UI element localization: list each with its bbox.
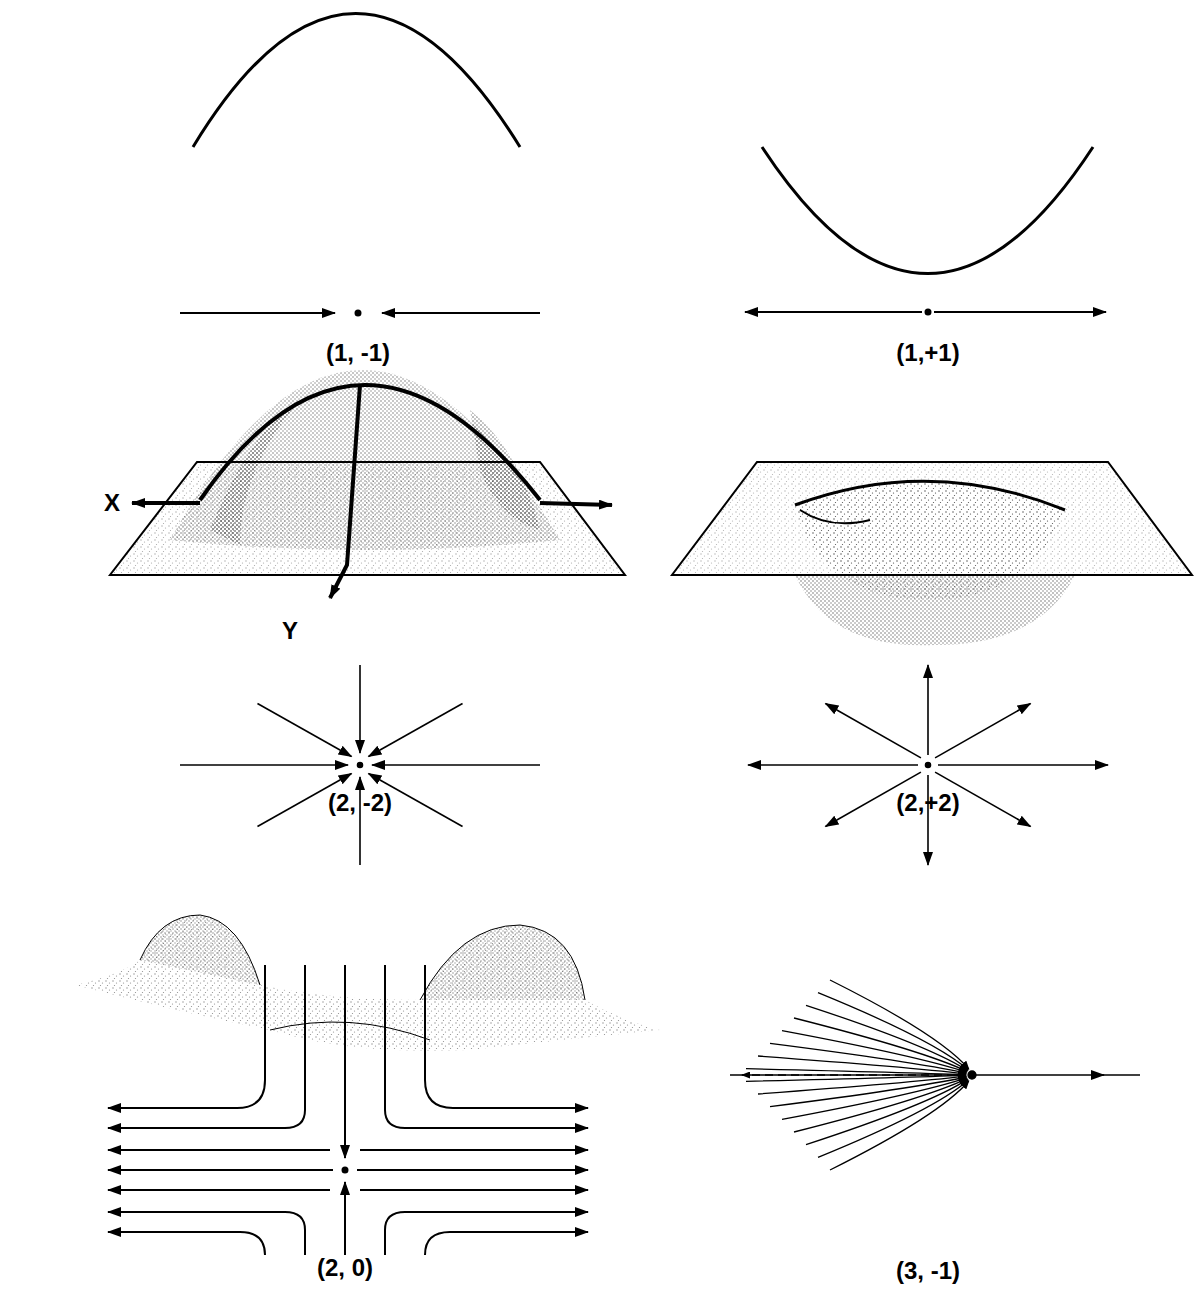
converging-curve: [746, 1069, 966, 1075]
converging-curve: [806, 1005, 968, 1070]
saddle-flow: [108, 965, 588, 1255]
one-dimensional-curves: [193, 14, 1093, 274]
converging-curve: [746, 1075, 966, 1081]
degenerate-flow: [730, 980, 1140, 1170]
signature-label: (2, 0): [317, 1255, 373, 1281]
axis-label: Y: [282, 618, 298, 644]
signature-label: (1, -1): [326, 340, 390, 366]
outflow-arrow: [748, 764, 918, 766]
inflow-arrow: [372, 764, 540, 766]
outflow-arrow: [935, 703, 1030, 757]
saddle-surface: [75, 915, 660, 1051]
inflow-arrow: [180, 764, 348, 766]
axis-label: X: [104, 490, 120, 516]
signature-label: (2,+2): [896, 790, 959, 816]
signature-label: (2, -2): [328, 790, 392, 816]
converging-curve: [818, 1080, 968, 1157]
converging-curve: [782, 1031, 967, 1073]
one-dimensional-flows: [180, 310, 1106, 316]
signature-label: (3, -1): [896, 1258, 960, 1284]
maximum-surface: [110, 370, 625, 598]
converging-curve: [830, 1081, 969, 1170]
converging-curve: [782, 1078, 967, 1120]
inflow-arrow: [368, 703, 462, 756]
converging-curve: [770, 1043, 966, 1073]
two-dimensional-flows: [180, 665, 1108, 865]
outflow-arrow: [927, 665, 929, 755]
inflow-arrow: [359, 665, 361, 753]
signature-label: (1,+1): [896, 340, 959, 366]
converging-curve: [806, 1079, 968, 1144]
minimum-surface: [672, 462, 1192, 645]
inflow-arrow: [257, 703, 351, 756]
outflow-arrow: [927, 775, 929, 865]
outflow-arrow: [825, 703, 920, 757]
converging-curve: [794, 1018, 967, 1071]
outflow-arrow: [938, 764, 1108, 766]
